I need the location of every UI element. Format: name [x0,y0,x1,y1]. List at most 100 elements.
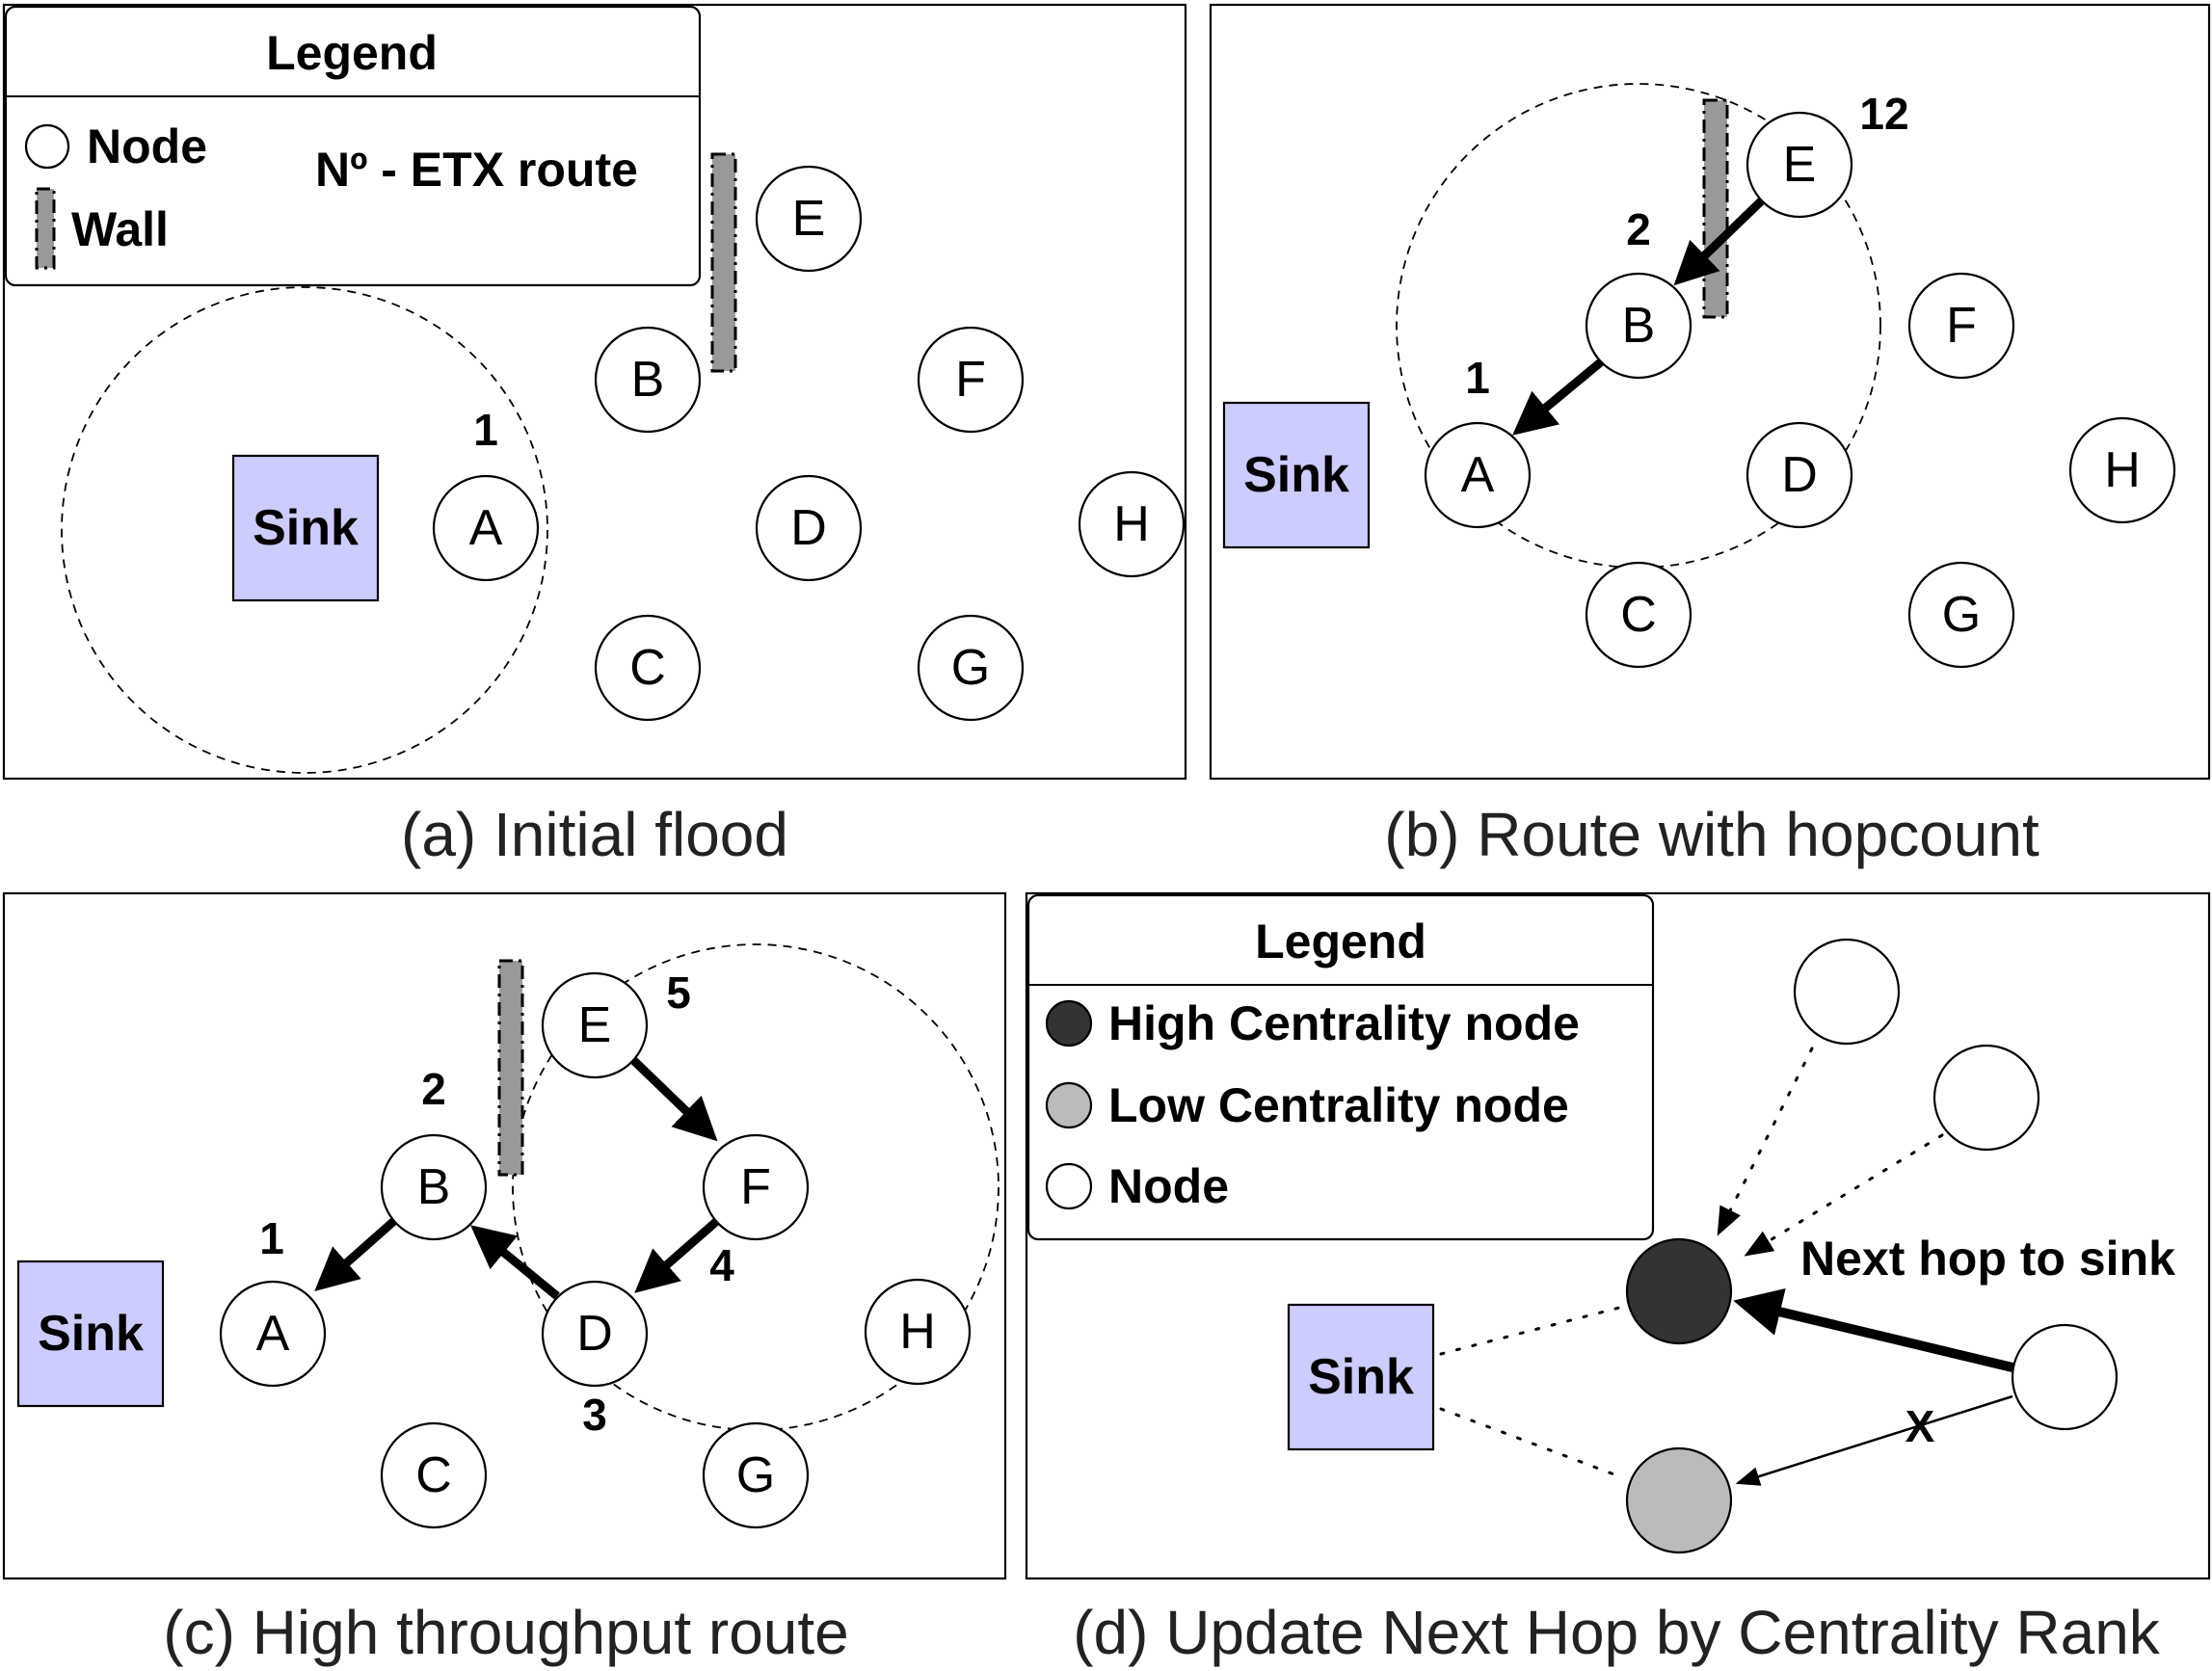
caption-a: (a) Initial flood [401,800,788,869]
etx-number-e: 12 [1859,89,1908,139]
svg-text:H: H [2104,442,2141,498]
svg-text:D: D [576,1306,613,1362]
node-b: B [594,326,702,434]
legend-a: Legend Node Wall Nº - ETX route [4,5,702,287]
x-mark: X [1906,1401,1935,1451]
svg-text:B: B [417,1159,451,1215]
node-f: F [917,326,1025,434]
panel-a: Sink A B C D E F G H 1 Legend Node Wall … [2,3,1187,869]
node-upper-right [1932,1044,2040,1152]
svg-text:A: A [1461,447,1495,503]
node-c: C [594,614,702,722]
dotted-link-top-high [1717,1047,1814,1236]
legend-a-title: Legend [266,26,438,80]
etx-number-a: 1 [1465,353,1490,403]
legend-d-node-icon [1045,1162,1093,1210]
svg-text:F: F [955,352,986,408]
etx-number-a: 1 [473,405,498,455]
rejected-arrow [1735,1394,2013,1486]
route-arrow-e-b [1673,195,1768,286]
legend-d-low-label: Low Centrality node [1108,1078,1569,1132]
legend-d-title: Legend [1255,915,1426,968]
svg-text:G: G [1942,587,1981,643]
node-h: H [2068,416,2176,524]
wall [1702,98,1729,319]
etx-number-e: 5 [666,968,691,1018]
node-b: B [1585,272,1692,380]
sink-box [1222,401,1371,549]
svg-text:E: E [578,997,612,1053]
node-a: A [432,474,540,582]
node-c: C [1585,561,1692,669]
legend-a-node-icon [24,123,70,170]
node-a: A [1424,421,1532,529]
svg-text:E: E [792,191,826,247]
node-h: H [864,1278,972,1386]
svg-text:H: H [899,1304,936,1360]
wall [710,152,737,373]
sink-label: Sink [38,1306,144,1362]
etx-number-d: 3 [582,1390,607,1440]
dotted-link-upper-high [1744,1133,1944,1257]
route-arrow-b-a [1512,357,1606,436]
next-hop-arrow [1733,1287,2014,1372]
node-b: B [380,1133,488,1241]
node-d: D [755,474,863,582]
svg-text:E: E [1783,137,1817,193]
svg-text:H: H [1113,496,1150,552]
node-e: E [755,165,863,273]
etx-number-f: 4 [709,1240,734,1290]
sink-label: Sink [1308,1349,1414,1405]
svg-text:B: B [631,352,665,408]
legend-d-node-label: Node [1108,1159,1229,1213]
route-arrow-f-d [634,1216,721,1293]
svg-text:C: C [629,640,666,696]
node-g: G [702,1421,810,1529]
svg-text:D: D [790,500,827,556]
node-e: E [1746,111,1853,219]
next-hop-label: Next hop to sink [1800,1232,2175,1286]
node-right [2011,1323,2119,1431]
panel-d: Sink X Next hop to sink Legend High Cent… [1025,891,2211,1667]
node-c: C [380,1421,488,1529]
svg-text:D: D [1781,447,1818,503]
range-circle [61,286,548,774]
etx-number-b: 2 [421,1064,446,1114]
node-f: F [1907,272,2015,380]
wall [497,959,524,1177]
svg-text:F: F [1946,298,1977,354]
caption-b: (b) Route with hopcount [1384,800,2039,869]
sink-box [1287,1303,1435,1451]
node-top [1793,938,1901,1046]
route-arrow-e-f [628,1055,718,1142]
range-circle [1396,83,1881,569]
svg-text:B: B [1622,298,1656,354]
svg-text:F: F [740,1159,771,1215]
node-g: G [917,614,1025,722]
legend-a-wall-icon [35,187,56,270]
node-d: D [1746,421,1853,529]
svg-text:G: G [736,1447,775,1503]
route-arrow-b-a [314,1216,398,1291]
low-centrality-node [1625,1446,1733,1554]
svg-text:C: C [415,1447,452,1503]
route-arrow-d-b [470,1225,560,1300]
legend-d-high-label: High Centrality node [1108,996,1580,1050]
legend-a-wall-label: Wall [71,202,169,256]
sink-box [16,1260,165,1408]
legend-d-low-icon [1045,1081,1093,1129]
caption-c: (c) High throughput route [163,1598,849,1667]
legend-d-box [1026,893,1655,1241]
node-a: A [219,1280,327,1388]
legend-d: Legend High Centrality node Low Centrali… [1026,893,1655,1241]
node-d: D [541,1280,649,1388]
high-centrality-node [1625,1237,1733,1345]
range-circle [512,943,999,1431]
svg-text:C: C [1620,587,1657,643]
panel-b: Sink A B C D E F G H 1 2 12 (b) Route wi… [1209,3,2211,869]
caption-d: (d) Update Next Hop by Centrality Rank [1073,1598,2161,1667]
node-g: G [1907,561,2015,669]
svg-text:A: A [256,1306,290,1362]
svg-text:G: G [951,640,990,696]
